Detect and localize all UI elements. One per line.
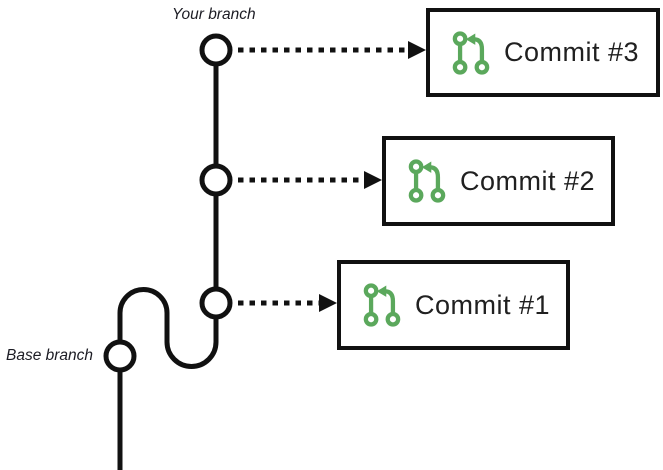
git-pull-request-icon xyxy=(452,30,490,75)
base-branch-label: Base branch xyxy=(6,347,94,364)
arrowhead-commit-2 xyxy=(364,171,382,189)
arrowhead-commit-1 xyxy=(319,294,337,312)
commit-node-1 xyxy=(199,286,233,320)
git-pull-request-icon xyxy=(363,283,401,327)
commit-label: Commit #3 xyxy=(504,37,640,67)
commit-node-3 xyxy=(199,33,233,67)
commit-box-2: Commit #2 xyxy=(382,136,615,226)
commit-label: Commit #1 xyxy=(415,289,551,320)
base-branch-node xyxy=(103,339,137,373)
commit-box-1: Commit #1 xyxy=(337,260,570,350)
base-branch-line xyxy=(117,287,219,470)
git-pull-request-icon xyxy=(408,159,446,203)
arrowhead-commit-3 xyxy=(408,41,426,59)
commit-label: Commit #2 xyxy=(460,165,596,196)
commit-node-2 xyxy=(199,163,233,197)
your-branch-label: Your branch xyxy=(172,6,256,23)
commit-box-3: Commit #3 xyxy=(426,8,660,97)
